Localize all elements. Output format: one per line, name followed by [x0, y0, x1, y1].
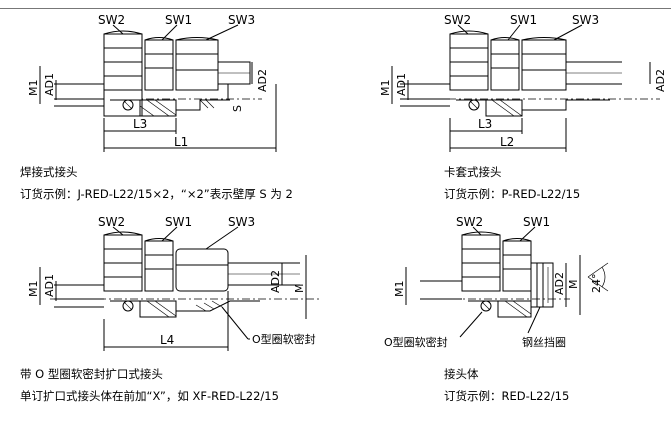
- label-m: M: [293, 284, 306, 294]
- flared-fitting-labels: SW2 SW1 SW3 M1 AD1 AD2 M L4 O型圈软密封: [27, 215, 316, 347]
- label-ad2: AD2: [269, 270, 282, 293]
- label-sw1: SW1: [523, 215, 550, 229]
- welded-fitting-labels: SW2 SW1 SW3 M1 AD1 AD2 S L3 L1: [27, 13, 269, 149]
- label-sw3: SW3: [572, 13, 599, 27]
- label-m1: M1: [27, 80, 40, 97]
- fitting-body-labels: SW2 SW1 M1 AD2 M 24° O型圈软密封 钢丝挡圈: [384, 215, 603, 349]
- label-sw1: SW1: [165, 13, 192, 27]
- label-angle: 24°: [590, 274, 603, 294]
- label-sw2: SW2: [98, 215, 125, 229]
- panel-fitting-body: SW2 SW1 M1 AD2 M 24° O型圈软密封 钢丝挡圈 接头体 订货示…: [360, 215, 671, 442]
- label-ad1: AD1: [43, 274, 56, 297]
- fitting-body-drawing: [405, 226, 609, 338]
- label-l3: L3: [133, 117, 147, 131]
- welded-fitting-order-example: 订货示例：J-RED-L22/15×2，“×2”表示壁厚 S 为 2: [20, 187, 293, 201]
- label-ad2: AD2: [256, 69, 269, 92]
- flared-fitting-drawing: [39, 226, 320, 351]
- flared-fitting-order-example: 单订扩口式接头体在前加“X”，如 XF-RED-L22/15: [20, 389, 279, 403]
- label-ad1: AD1: [43, 73, 56, 96]
- flared-fitting-title: 带 O 型圈软密封扩口式接头: [20, 367, 163, 381]
- label-ad1: AD1: [395, 73, 408, 96]
- label-sw2: SW2: [98, 13, 125, 27]
- label-sw1: SW1: [165, 215, 192, 229]
- ferrule-fitting-drawing: [391, 24, 660, 152]
- label-l3: L3: [478, 117, 492, 131]
- label-m: M: [567, 280, 580, 290]
- label-ad2: AD2: [553, 272, 566, 295]
- label-m1: M1: [393, 281, 406, 298]
- panel-flared-fitting: SW2 SW1 SW3 M1 AD1 AD2 M L4 O型圈软密封 带 O 型…: [0, 215, 360, 442]
- label-l4: L4: [160, 333, 174, 347]
- fitting-body-title: 接头体: [444, 367, 479, 381]
- label-sw3: SW3: [228, 13, 255, 27]
- welded-fitting-drawing: [39, 24, 277, 152]
- label-oring-seal: O型圈软密封: [252, 332, 316, 346]
- welded-fitting-title: 焊接式接头: [20, 165, 78, 179]
- label-oring-seal: O型圈软密封: [384, 335, 448, 349]
- label-m1: M1: [379, 80, 392, 97]
- ferrule-fitting-order-example: 订货示例：P-RED-L22/15: [444, 187, 581, 201]
- label-l2: L2: [500, 135, 514, 149]
- ferrule-fitting-labels: SW2 SW1 SW3 M1 AD1 AD2 L3 L2: [379, 13, 667, 149]
- label-sw3: SW3: [228, 215, 255, 229]
- label-ad2: AD2: [654, 69, 667, 92]
- label-m1: M1: [27, 281, 40, 298]
- label-wire-retaining-ring: 钢丝挡圈: [522, 335, 566, 349]
- fitting-body-order-example: 订货示例：RED-L22/15: [444, 389, 570, 403]
- label-sw2: SW2: [456, 215, 483, 229]
- label-sw2: SW2: [444, 13, 471, 27]
- ferrule-fitting-title: 卡套式接头: [444, 165, 502, 179]
- label-s: S: [231, 105, 244, 112]
- panel-ferrule-fitting: SW2 SW1 SW3 M1 AD1 AD2 L3 L2 卡套式接头 订货示例：…: [360, 0, 671, 210]
- panel-welded-fitting: SW2 SW1 SW3 M1 AD1 AD2 S L3 L1 焊接式接头 订货示…: [0, 0, 330, 210]
- label-l1: L1: [174, 135, 188, 149]
- top-border-line: [0, 8, 671, 9]
- label-sw1: SW1: [510, 13, 537, 27]
